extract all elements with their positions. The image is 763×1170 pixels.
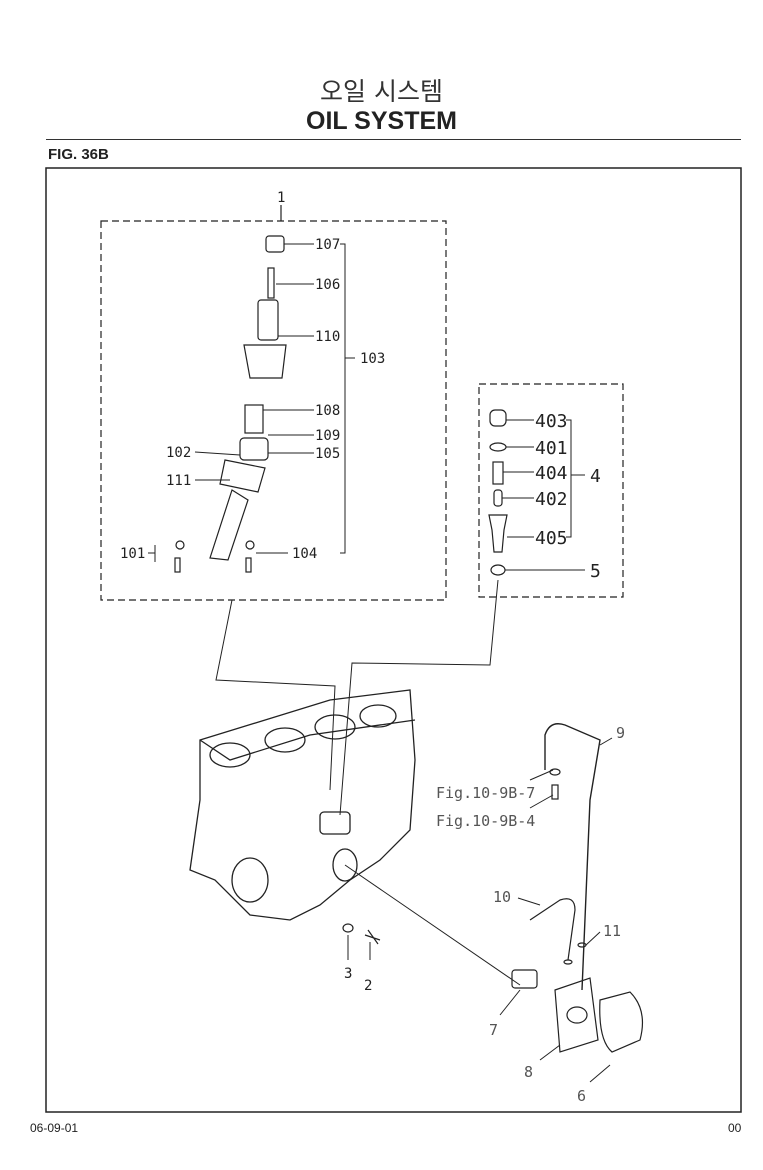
title-korean: 오일 시스템 [320,77,443,106]
callout-102: 102 [166,445,191,461]
callout-107: 107 [315,237,340,253]
callout-104: 104 [292,546,317,562]
callout-108: 108 [315,403,340,419]
callout-4: 4 [590,466,601,487]
callout-106: 106 [315,277,340,293]
footer-date-code: 06-09-01 [30,1121,79,1135]
callout-404: 404 [535,463,568,484]
footer-page-number: 00 [728,1121,742,1135]
callout-109: 109 [315,428,340,444]
callout-9: 9 [616,724,625,742]
relief-valve-parts [488,409,508,576]
diagram-frame [45,167,742,1113]
callout-7: 7 [489,1021,498,1039]
callout-105: 105 [315,446,340,462]
callout-1: 1 [277,190,285,206]
oil-cooler-parts [511,723,643,1053]
header-rule [46,139,741,140]
callout-101: 101 [120,546,145,562]
callout-2: 2 [364,978,372,994]
figure-number: FIG. 36B [48,146,109,163]
callout-403: 403 [535,411,568,432]
oil-pump-parts [174,235,287,573]
callout-111: 111 [166,473,191,489]
callout-405: 405 [535,528,568,549]
callout-10: 10 [493,888,511,906]
group-1-box [100,220,447,601]
reference-fig-10-9b-4: Fig.10-9B-4 [436,812,535,830]
callout-8: 8 [524,1063,533,1081]
title-english: OIL SYSTEM [306,107,457,135]
callout-401: 401 [535,438,568,459]
engine-block [189,689,416,921]
callout-6: 6 [577,1087,586,1105]
callout-103: 103 [360,351,385,367]
callout-11: 11 [603,922,621,940]
reference-fig-10-9b-7: Fig.10-9B-7 [436,784,535,802]
callout-5: 5 [590,561,601,582]
group-4-box [478,383,624,598]
callout-3: 3 [344,966,352,982]
callout-110: 110 [315,329,340,345]
callout-402: 402 [535,489,568,510]
